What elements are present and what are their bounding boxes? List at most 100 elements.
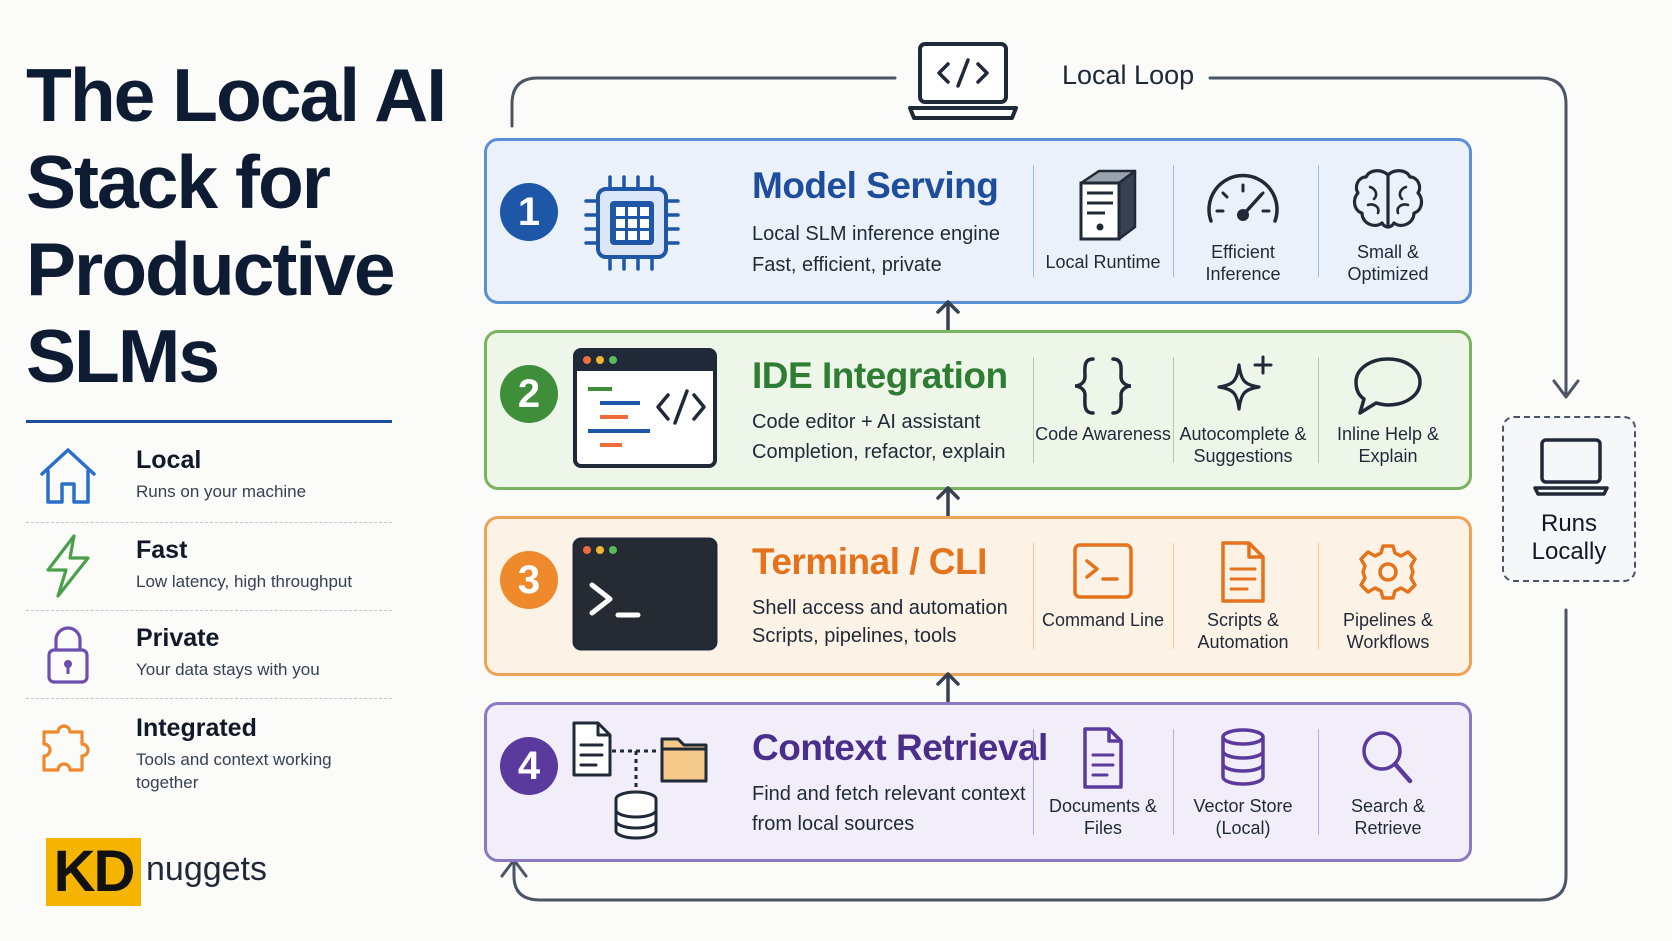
layer-divider [1033,729,1034,835]
feature-title: Private [136,624,220,652]
layer-model-serving: 1 Model Serving Local SLM inference engi… [484,138,1472,304]
sub-local-runtime: Local Runtime [1033,165,1173,273]
sub-label: Documents & Files [1048,796,1158,838]
feature-desc: Runs on your machine [136,482,307,501]
layer-divider [1318,543,1319,649]
kdnuggets-logo: KD nuggets [46,838,306,906]
layer-description-line-1: Local SLM inference engine [752,223,1000,245]
retrieval-icon [572,721,708,840]
server-icon [1079,169,1137,241]
feature-title: Integrated [136,714,257,742]
feature-title: Local [136,446,202,474]
sub-scripts-automation: Scripts & Automation [1173,541,1313,653]
chat-bubble-icon [1354,357,1422,415]
sub-inline-help: Inline Help & Explain [1318,355,1458,467]
document-icon [1083,727,1123,789]
braces-icon [1074,357,1132,415]
layer-divider [1318,165,1319,277]
logo-kd: KD [46,838,141,906]
layer-number-badge: 1 [500,183,558,241]
gauge-icon [1207,173,1279,223]
terminal-icon [572,537,718,651]
runs-locally-box: Runs Locally [1502,416,1636,582]
feature-integrated: Integrated Tools and context working tog… [26,708,392,796]
home-icon [40,448,96,504]
feature-private: Private Your data stays with you [26,618,392,706]
layer-divider [1173,165,1174,277]
sub-autocomplete: Autocomplete & Suggestions [1173,355,1313,467]
sub-efficient-inference: Efficient Inference [1173,165,1313,285]
layer-divider [1173,543,1174,649]
layer-terminal-cli: 3 Terminal / CLI Shell access and automa… [484,516,1472,676]
sub-vector-store: Vector Store (Local) [1173,727,1313,839]
sub-label: Local Runtime [1045,252,1161,272]
layer-divider [1033,357,1034,463]
code-editor-icon [573,348,717,468]
sub-pipelines-workflows: Pipelines & Workflows [1318,541,1458,653]
sub-code-awareness: Code Awareness [1033,355,1173,445]
layer-divider [1173,357,1174,463]
layer-description-line-1: Find and fetch relevant context [752,783,1026,805]
sub-label: Command Line [1041,610,1165,630]
layer-description-line-2: Scripts, pipelines, tools [752,625,957,647]
feature-title: Fast [136,536,188,564]
lock-icon [47,626,89,684]
sub-label: Inline Help & Explain [1336,424,1440,466]
runs-locally-label: Runs Locally [1531,510,1607,565]
feature-divider [26,610,392,611]
sub-search-retrieve: Search & Retrieve [1318,727,1458,839]
layer-number-badge: 3 [500,551,558,609]
feature-desc: Your data stays with you [136,660,320,679]
layer-context-retrieval: 4 Context Retrieval Find and fetch relev… [484,702,1472,862]
feature-desc: Tools and context working together [136,750,332,792]
sub-documents-files: Documents & Files [1033,727,1173,839]
sub-label: Small & Optimized [1347,242,1429,284]
layer-description-line-1: Code editor + AI assistant [752,411,981,433]
laptop-icon [1533,438,1609,496]
layer-divider [1173,729,1174,835]
layer-description-line-2: Completion, refactor, explain [752,441,1006,463]
sub-label: Autocomplete & Suggestions [1179,424,1307,466]
laptop-code-icon [908,42,1018,120]
layer-divider [1033,165,1034,277]
loop-label: Local Loop [1062,60,1195,90]
layer-description-line-2: from local sources [752,813,915,835]
brain-icon [1352,169,1424,229]
layer-title: Model Serving [752,165,999,206]
command-line-icon [1073,543,1133,599]
layer-title: Terminal / CLI [752,541,987,582]
feature-divider [26,522,392,523]
layer-number-badge: 2 [500,365,558,423]
title-underline [26,420,392,423]
layer-title: Context Retrieval [752,727,1048,768]
logo-nuggets: nuggets [146,850,267,888]
sub-label: Vector Store (Local) [1193,796,1293,838]
feature-local: Local Runs on your machine [26,440,392,528]
feature-desc: Low latency, high throughput [136,572,353,591]
layer-divider [1318,357,1319,463]
lightning-icon [46,534,90,598]
layer-title: IDE Integration [752,355,1008,396]
script-file-icon [1221,541,1265,603]
sparkle-icon [1217,355,1273,411]
gear-icon [1359,544,1417,600]
layer-number-badge: 4 [500,737,558,795]
sub-label: Code Awareness [1035,424,1171,444]
layer-description-line-1: Shell access and automation [752,597,1008,619]
puzzle-icon [42,724,90,772]
feature-divider [26,698,392,699]
layer-description-line-2: Fast, efficient, private [752,254,942,276]
search-icon [1362,731,1413,784]
sub-command-line: Command Line [1033,541,1173,631]
feature-fast: Fast Low latency, high throughput [26,530,392,618]
page-title: The Local AI Stack for Productive SLMs [26,53,447,398]
layer-divider [1033,543,1034,649]
database-icon [1221,728,1265,786]
sub-label: Search & Retrieve [1350,796,1426,838]
sub-label: Efficient Inference [1205,242,1281,284]
sub-label: Scripts & Automation [1197,610,1289,652]
layer-divider [1318,729,1319,835]
chip-icon [584,175,680,271]
layer-ide-integration: 2 IDE Integration Code editor + AI assis… [484,330,1472,490]
